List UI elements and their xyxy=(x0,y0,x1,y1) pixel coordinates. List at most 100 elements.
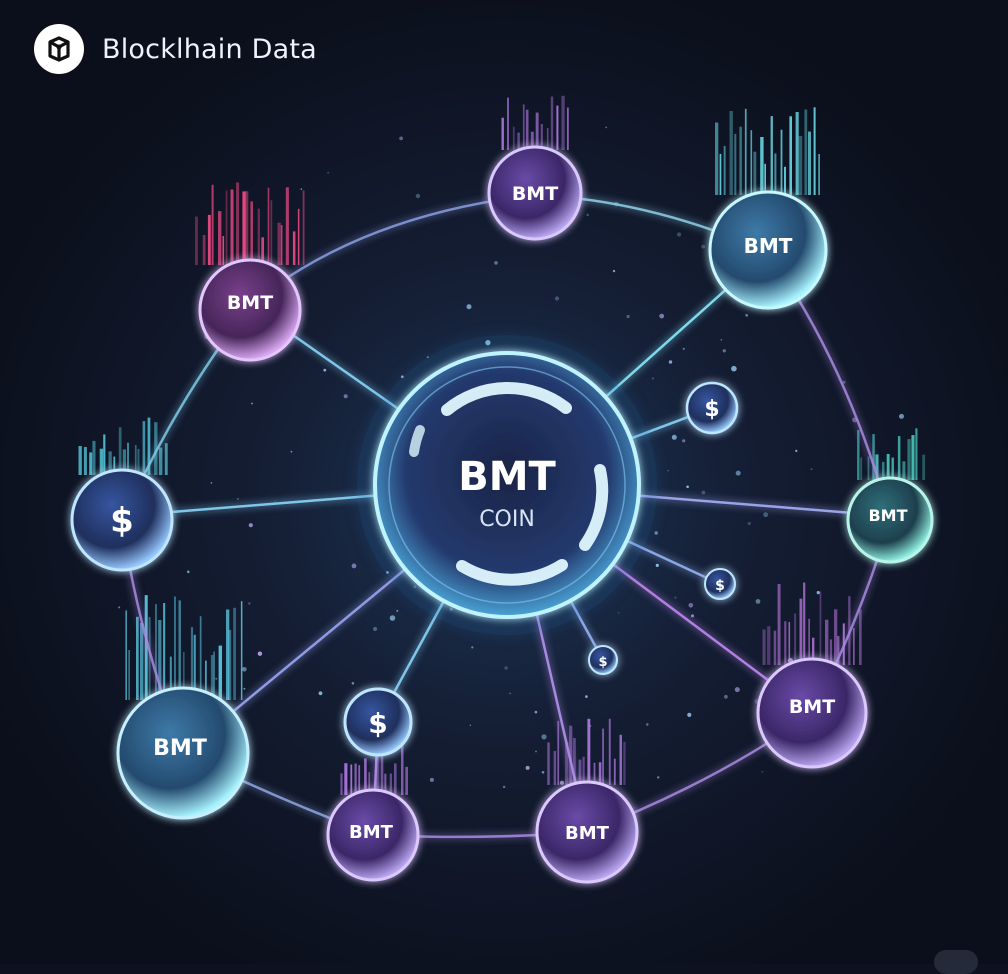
data-spike xyxy=(507,97,509,150)
data-spike xyxy=(770,116,773,195)
data-spike xyxy=(798,135,803,195)
data-spike xyxy=(784,166,786,195)
data-spike xyxy=(799,598,803,665)
data-spike xyxy=(302,190,305,265)
particle xyxy=(466,304,472,310)
data-spike xyxy=(525,109,529,150)
data-spike xyxy=(719,153,722,195)
particle xyxy=(651,377,655,380)
data-spike xyxy=(501,117,504,150)
data-spike xyxy=(608,718,611,785)
particle xyxy=(541,734,547,740)
center-subtitle: COIN xyxy=(479,507,535,532)
node-n-bottom-left[interactable]: BMT xyxy=(116,686,250,820)
particle xyxy=(745,313,749,317)
data-spike xyxy=(297,208,300,265)
particle xyxy=(617,612,620,614)
data-spike xyxy=(178,600,181,700)
data-spike xyxy=(808,618,810,665)
data-spike xyxy=(368,772,371,795)
data-spike xyxy=(578,759,582,785)
data-spike xyxy=(144,595,148,700)
particle xyxy=(389,615,396,621)
particle xyxy=(243,687,246,690)
coin-mid-right[interactable]: $ xyxy=(704,568,736,600)
data-spike xyxy=(902,461,906,480)
data-spike xyxy=(134,445,137,475)
node-n-bottom-mid-left[interactable]: BMT xyxy=(326,788,420,882)
progress-arc-top xyxy=(441,382,572,416)
data-spike xyxy=(774,153,777,195)
data-spike xyxy=(784,621,787,665)
data-spike xyxy=(375,751,379,795)
data-spike xyxy=(354,763,357,795)
data-spike xyxy=(788,622,791,665)
data-spike xyxy=(169,656,172,700)
data-spike xyxy=(819,591,822,665)
particle xyxy=(646,723,649,726)
particle xyxy=(763,512,769,518)
node-n-bottom-right[interactable]: BMT xyxy=(756,657,868,769)
data-spike xyxy=(250,201,253,265)
data-spike xyxy=(245,191,249,265)
data-spike xyxy=(875,454,879,480)
data-spike xyxy=(285,187,289,265)
data-spike xyxy=(872,434,875,480)
particle xyxy=(351,682,355,685)
particle xyxy=(701,244,706,249)
particle xyxy=(747,521,751,526)
coin-small-center[interactable]: $ xyxy=(343,687,413,757)
data-spike xyxy=(292,231,296,265)
data-spike xyxy=(136,616,139,700)
data-spike xyxy=(535,112,539,150)
particle xyxy=(509,692,511,695)
data-spike xyxy=(789,116,792,195)
coin-lower-right[interactable]: $ xyxy=(588,645,618,675)
coin-upper-right[interactable]: $ xyxy=(685,381,739,435)
particle xyxy=(323,368,327,372)
particle xyxy=(605,126,608,129)
data-spike xyxy=(202,235,206,265)
particle xyxy=(118,606,121,609)
progress-arc-bottom xyxy=(456,559,568,586)
particle xyxy=(586,213,589,217)
data-spike xyxy=(808,131,811,195)
data-spike xyxy=(561,95,565,150)
data-spike xyxy=(78,446,82,475)
node-n-bottom-mid[interactable]: BMT xyxy=(535,780,639,884)
data-spike xyxy=(240,601,243,700)
particle xyxy=(724,694,728,699)
data-spike xyxy=(89,452,93,475)
center-coin-node[interactable]: BMT COIN xyxy=(357,335,657,635)
particle xyxy=(534,710,538,714)
data-spike xyxy=(213,651,215,700)
data-spike xyxy=(547,742,550,785)
particle xyxy=(701,490,706,495)
page-title: Blocklhain Data xyxy=(102,33,317,65)
node-n-top[interactable]: BMT xyxy=(487,145,583,241)
data-spike xyxy=(795,112,799,195)
node-n-right[interactable]: BMT xyxy=(846,476,934,564)
particle xyxy=(671,434,677,440)
particle xyxy=(327,171,330,174)
data-spike xyxy=(837,636,840,665)
node-label: BMT xyxy=(512,183,558,205)
data-spike xyxy=(257,208,260,265)
data-spike xyxy=(113,456,116,475)
node-n-top-right[interactable]: BMT xyxy=(708,190,828,310)
data-spike xyxy=(350,764,353,795)
data-spike xyxy=(267,187,270,265)
data-spike xyxy=(125,610,127,700)
data-spike xyxy=(344,763,348,795)
node-n-top-left[interactable]: BMT xyxy=(198,258,302,362)
data-spike xyxy=(358,765,361,795)
data-spike xyxy=(389,773,392,795)
cube-network-icon[interactable] xyxy=(34,24,84,74)
data-spike xyxy=(853,628,855,665)
data-spike xyxy=(804,109,808,195)
data-spike xyxy=(882,461,885,480)
header: Blocklhain Data xyxy=(34,24,317,74)
data-spike xyxy=(829,639,833,665)
data-spike xyxy=(211,184,214,265)
node-n-left[interactable]: $ xyxy=(70,468,174,572)
